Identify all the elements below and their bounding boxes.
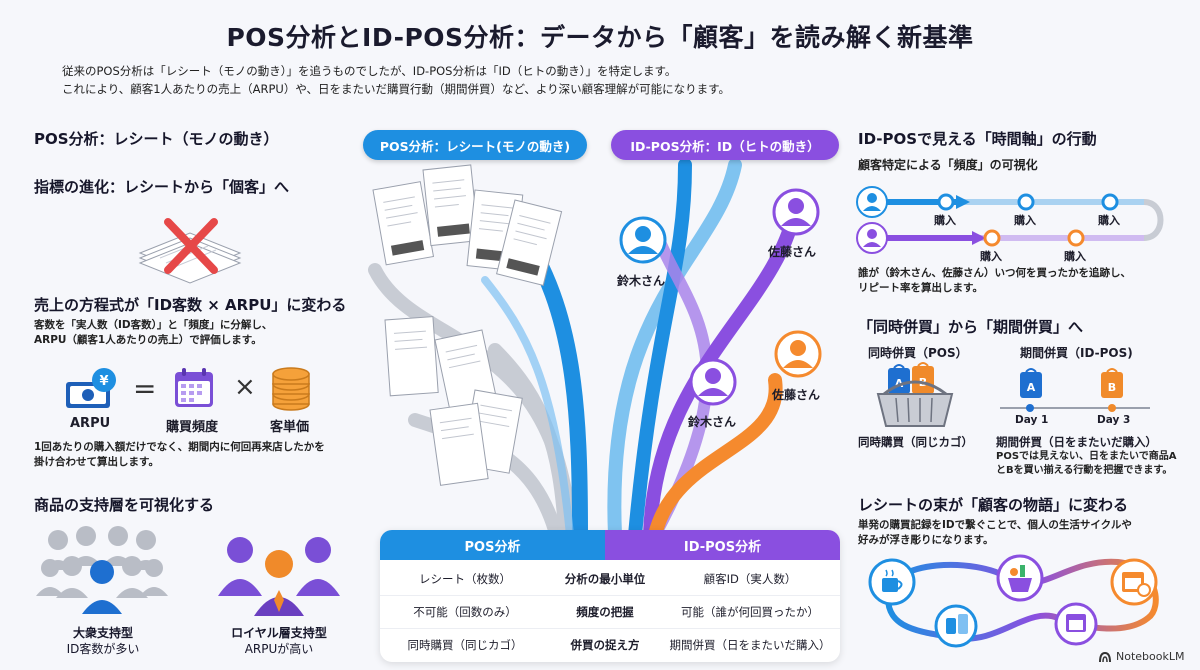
equals-sign: = <box>133 372 157 405</box>
notebooklm-logo-icon <box>1099 651 1111 662</box>
basket-heading: 「同時併買」から「期間併買」へ <box>858 318 1084 336</box>
person-label-sato-1: 佐藤さん <box>768 245 817 259</box>
table-cell-pos: 不可能（回数のみ） <box>413 605 517 619</box>
comparison-table: POS分析 ID-POS分析 レシート（枚数） 分析の最小単位 顧客ID（実人数… <box>380 530 840 662</box>
equation-note-line-2: 掛け合わせて算出します。 <box>34 456 159 468</box>
table-head-pos: POS分析 <box>380 530 605 560</box>
pos-heading: POS分析：レシート（モノの動き） <box>34 130 279 148</box>
table-cell-pos: レシート（枚数） <box>419 571 511 586</box>
table-cell-idpos: 顧客ID（実人数） <box>703 571 797 586</box>
equation-note-line-1: 1回あたりの購入額だけでなく、期間内に何回再来店したかを <box>34 441 325 453</box>
flow-illustration <box>368 158 822 540</box>
person-label-suzuki-1: 鈴木さん <box>617 274 666 288</box>
purchase-label-1: 購入 <box>934 214 956 227</box>
receipt-stack <box>372 164 563 486</box>
calendar-icon <box>175 368 213 407</box>
person-label-suzuki-2: 鈴木さん <box>688 415 737 429</box>
timeline-subheading: 顧客特定による「頻度」の可視化 <box>858 158 1038 172</box>
mass-crowd-icon <box>36 526 168 614</box>
timeline-note-line-2: リピート率を算出します。 <box>858 282 983 294</box>
purchase-label-4: 購入 <box>980 250 1002 263</box>
svg-text:B: B <box>1108 381 1116 394</box>
same-basket-title: 同時併買（POS） <box>868 346 968 360</box>
crossed-receipts-icon <box>138 218 242 284</box>
day3-label: Day 3 <box>1097 414 1131 426</box>
timeline-heading: ID-POSで見える「時間軸」の行動 <box>858 130 1097 148</box>
table-cell-idpos: 期間併買（日をまたいだ購入） <box>669 638 831 652</box>
idpos-pill: ID-POS分析：ID（ヒトの動き） <box>611 130 839 160</box>
equation-note: 1回あたりの購入額だけでなく、期間内に何回再来店したかを 掛け合わせて算出します… <box>34 440 325 470</box>
equation-description: 客数を「実人数（ID客数）」と「頻度」に分解し、 ARPU（顧客1人あたりの売上… <box>34 318 272 348</box>
table-cell-metric: 分析の最小単位 <box>564 571 646 586</box>
table-header: POS分析 ID-POS分析 <box>380 530 840 560</box>
shopping-basket-icon: A B <box>876 362 954 427</box>
customer-story-loop <box>868 554 1159 648</box>
table-row: 同時購買（同じカゴ） 併買の捉え方 期間併買（日をまたいだ購入） <box>380 628 840 661</box>
arpu-label: ARPU <box>70 416 111 431</box>
cleaning-products-icon <box>946 614 968 634</box>
same-basket-caption: 同時購買（同じカゴ） <box>858 435 973 449</box>
frequency-label: 購買頻度 <box>166 420 219 435</box>
evolution-heading: 指標の進化：レシートから「個客」へ <box>34 178 290 196</box>
avatar-group <box>619 188 822 406</box>
equation-description-line-2: ARPU（顧客1人あたりの売上）で評価します。 <box>34 334 262 346</box>
period-bags-icon: A B <box>1000 368 1150 412</box>
period-note: POSでは見えない、日をまたいで商品A とBを買い揃える行動を把握できます。 <box>996 450 1176 478</box>
period-basket-caption: 期間併買（日をまたいだ購入） <box>996 435 1157 449</box>
table-head-idpos: ID-POS分析 <box>605 530 840 560</box>
grocery-basket-icon <box>1008 565 1032 592</box>
purchase-label-3: 購入 <box>1098 214 1120 227</box>
loyal-support-sub: ARPUが高い <box>244 642 314 656</box>
brand-watermark: NotebookLM <box>1098 650 1184 663</box>
story-description-line-1: 単発の購買記録をIDで繋ぐことで、個人の生活サイクルや <box>858 519 1132 531</box>
purchase-label-2: 購入 <box>1014 214 1036 227</box>
period-note-line-2: とBを買い揃える行動を把握できます。 <box>996 465 1173 476</box>
svg-text:A: A <box>1027 381 1036 394</box>
purchase-label-5: 購入 <box>1064 250 1086 263</box>
pos-pill: POS分析：レシート(モノの動き) <box>363 130 587 160</box>
period-note-line-1: POSでは見えない、日をまたいで商品A <box>996 451 1177 462</box>
table-row: レシート（枚数） 分析の最小単位 顧客ID（実人数） <box>380 562 840 595</box>
mass-support-label: 大衆支持型 <box>72 626 133 640</box>
equation-description-line-1: 客数を「実人数（ID客数）」と「頻度」に分解し、 <box>34 319 273 331</box>
brand-name: NotebookLM <box>1116 650 1185 663</box>
mass-support-sub: ID客数が多い <box>66 642 140 656</box>
unit-price-label: 客単価 <box>270 420 310 435</box>
times-sign: × <box>234 372 256 402</box>
money-icon: ¥ <box>66 368 116 408</box>
table-cell-idpos: 可能（誰が何回買ったか） <box>681 605 819 619</box>
story-description: 単発の購買記録をIDで繋ぐことで、個人の生活サイクルや 好みが浮き彫りになります… <box>858 518 1132 548</box>
loyal-customers-icon <box>218 537 340 616</box>
timeline-note-line-1: 誰が（鈴木さん、佐藤さん）いつ何を買ったかを追跡し、 <box>858 267 1131 279</box>
table-cell-metric: 頻度の把握 <box>576 605 634 619</box>
subtitle-line-2: これにより、顧客1人あたりの売上（ARPU）や、日をまたいだ購買行動（期間併買）… <box>62 82 731 96</box>
day1-label: Day 1 <box>1015 414 1049 426</box>
person-label-sato-2: 佐藤さん <box>772 388 821 402</box>
subtitle-line-1: 従来のPOS分析は「レシート（モノの動き）」を追うものでしたが、ID-POS分析… <box>62 64 677 78</box>
support-heading: 商品の支持層を可視化する <box>34 496 215 514</box>
table-row: 不可能（回数のみ） 頻度の把握 可能（誰が何回買ったか） <box>380 595 840 628</box>
coffee-icon <box>882 569 903 592</box>
purchase-timeline <box>856 186 1164 254</box>
timeline-note: 誰が（鈴木さん、佐藤さん）いつ何を買ったかを追跡し、 リピート率を算出します。 <box>858 266 1131 296</box>
calendar-icon <box>1066 614 1086 632</box>
table-cell-pos: 同時購買（同じカゴ） <box>407 638 523 652</box>
svg-text:¥: ¥ <box>99 374 108 389</box>
period-basket-title: 期間併買（ID-POS) <box>1020 346 1133 360</box>
loyal-support-label: ロイヤル層支持型 <box>231 626 327 640</box>
story-description-line-2: 好みが浮き彫りになります。 <box>858 534 994 546</box>
calendar-clock-icon <box>1122 572 1151 597</box>
table-cell-metric: 併買の捉え方 <box>570 638 640 652</box>
page-subtitle: 従来のPOS分析は「レシート（モノの動き）」を追うものでしたが、ID-POS分析… <box>62 62 1162 98</box>
equation-heading: 売上の方程式が「ID客数 × ARPU」に変わる <box>34 296 347 314</box>
coin-stack-icon <box>272 367 310 411</box>
story-heading: レシートの束が「顧客の物語」に変わる <box>858 496 1129 514</box>
page-title: POS分析とID-POS分析：データから「顧客」を読み解く新基準 <box>226 23 974 52</box>
